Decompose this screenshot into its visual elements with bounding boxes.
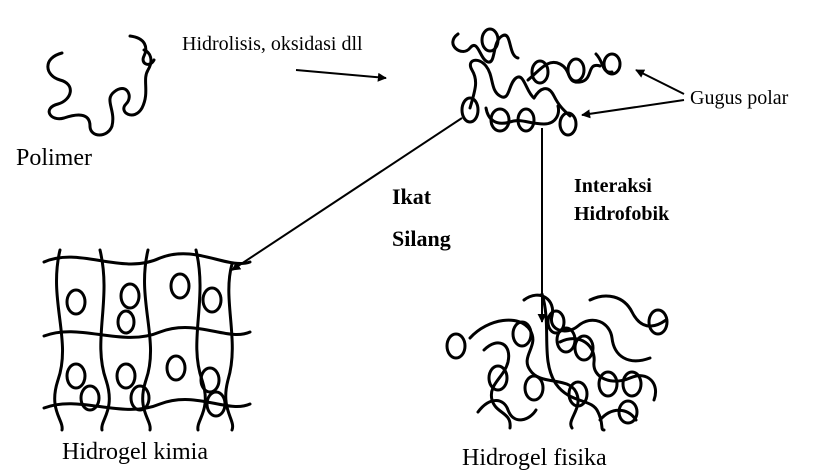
interaksi-label: Interaksi (574, 176, 652, 196)
hidrogel-kimia-label: Hidrogel kimia (62, 440, 208, 464)
polymer-chain (48, 36, 154, 135)
hidrofobik-label: Hidrofobik (574, 204, 669, 224)
gugus-polar-label: Gugus polar (690, 88, 788, 108)
process-label: Hidrolisis, oksidasi dll (182, 34, 363, 54)
gugus-polar-arrow-bottom (582, 100, 684, 115)
polimer-label: Polimer (16, 146, 92, 170)
physical-hydrogel-circles (447, 310, 667, 423)
polar-group-circles (462, 29, 620, 135)
silang-label: Silang (392, 228, 451, 250)
ikat-label: Ikat (392, 186, 431, 208)
hidrogel-fisika-label: Hidrogel fisika (462, 446, 607, 470)
gugus-polar-arrow-top (636, 70, 684, 94)
process-arrow (296, 70, 386, 78)
